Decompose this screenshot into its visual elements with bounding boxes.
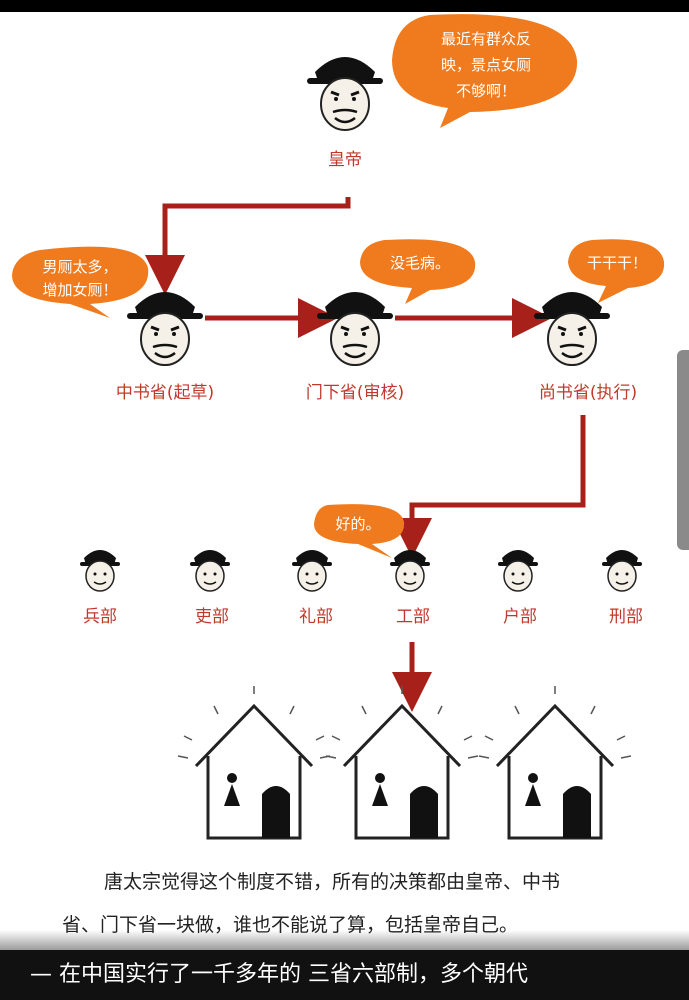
menxia-speech-text: 没毛病。 [390,254,450,272]
zhongshu-speech-line-1: 男厕太多， [42,258,117,276]
ministry-libu-official-label: 吏部 [195,607,229,627]
ministry-libu-rites-label: 礼部 [299,607,333,627]
three-departments-diagram: 皇帝 最近有群众反 映，景点女厕 不够啊！ 中书省(起草) 男厕太多， 增加女厕… [12,14,665,840]
ministry-bingbu-label: 兵部 [83,607,117,627]
emperor-label: 皇帝 [328,150,362,170]
zhongshu-figure [125,290,205,367]
emperor-speech-line-3: 不够啊！ [456,82,516,100]
video-subtitle: — 在中国实行了一千多年的 三省六部制，多个朝代 [0,950,689,1000]
ministry-gongbu-label: 工部 [396,607,430,627]
menxia-speech-bubble: 没毛病。 [360,239,476,304]
caption-line-1: 唐太宗觉得这个制度不错，所有的决策都由皇帝、中书 [104,871,561,893]
toilet-icon-3 [477,684,633,840]
ministry-hubu [497,549,539,592]
ministry-xingbu-label: 刑部 [609,607,643,627]
emperor-speech-line-1: 最近有群众反 [441,30,531,48]
caption-shade [0,930,689,950]
ministry-libu-rites [291,549,333,592]
status-bar [0,0,689,12]
ministry-hubu-label: 户部 [503,607,537,627]
zhongshu-speech-line-2: 增加女厕！ [42,281,117,299]
toilet-icon-1 [176,684,332,840]
gongbu-speech-bubble: 好的。 [314,504,405,558]
toilet-icon-2 [324,684,480,840]
shangshu-figure [532,290,612,367]
ministry-libu-official [189,549,231,592]
ministry-bingbu [79,549,121,592]
arrow-shangshu-to-gongbu [392,415,586,558]
scroll-handle[interactable] [677,350,689,550]
caption-line-2: 省、门下省一块做，谁也不能说了算，包括皇帝自己。 [62,914,519,936]
ministry-gongbu [389,549,431,592]
menxia-figure [315,290,395,367]
emperor-speech-bubble: 最近有群众反 映，景点女厕 不够啊！ [392,14,578,128]
zhongshu-speech-bubble: 男厕太多， 增加女厕！ [12,246,149,318]
arrow-emperor-to-zhongshu [145,197,351,295]
shangshu-speech-bubble: 干干干！ [568,239,665,303]
menxia-label: 门下省(审核) [306,383,404,403]
emperor-figure [305,55,385,132]
gongbu-speech-text: 好的。 [335,515,380,533]
zhongshu-label: 中书省(起草) [116,383,214,403]
shangshu-label: 尚书省(执行) [539,383,637,403]
emperor-speech-line-2: 映，景点女厕 [441,56,531,74]
shangshu-speech-text: 干干干！ [587,254,647,272]
ministry-xingbu [601,549,643,592]
